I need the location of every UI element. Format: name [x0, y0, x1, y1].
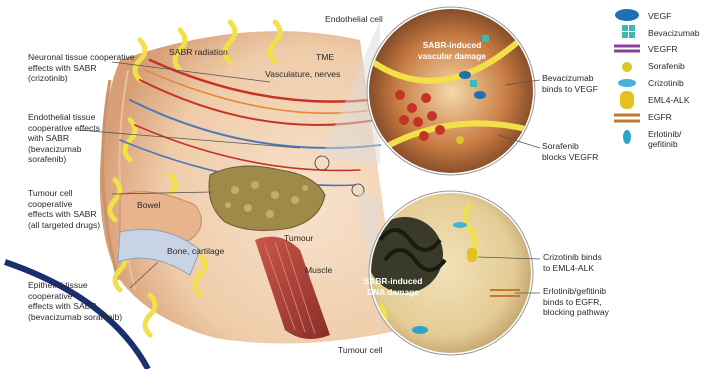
legend-label: VEGF: [648, 11, 671, 21]
muscle-label: Muscle: [305, 265, 332, 276]
legend-item-egfr: EGFR: [612, 111, 708, 125]
erlotinib-callout: Erlotinib/gefitinib binds to EGFR, block…: [543, 286, 609, 318]
legend-label: Crizotinib: [648, 78, 684, 88]
crizotinib-callout: Crizotinib binds to EML4-ALK: [543, 252, 602, 273]
tumour-cell-panel: [367, 191, 535, 357]
legend-label: Erlotinib/ gefitinib: [648, 129, 681, 149]
tumour-label: Tumour: [284, 233, 313, 244]
legend-label: Sorafenib: [648, 61, 685, 71]
bone-cartilage-label: Bone, cartilage: [167, 246, 224, 257]
sabr-radiation-label: SABR radiation: [169, 47, 228, 58]
bowel-label: Bowel: [137, 200, 160, 211]
legend-label: EML4-ALK: [648, 95, 690, 105]
legend-item-crizotinib: Crizotinib: [612, 77, 708, 91]
legend-item-eml4-alk: EML4-ALK: [612, 94, 708, 108]
tumour-cell-title: Tumour cell: [338, 345, 383, 356]
bevacizumab-callout: Bevacizumab binds to VEGF: [542, 73, 598, 94]
legend-item-vegfr: VEGFR: [612, 43, 708, 57]
endothelial-cell-title: Endothelial cell: [325, 14, 383, 25]
vascular-damage-label: SABR-induced vascular damage: [408, 40, 496, 61]
tumour-cell-effects-label: Tumour cell cooperative effects with SAB…: [28, 188, 100, 230]
legend-item-vegf: VEGF: [612, 10, 708, 24]
endothelial-panel: [367, 7, 537, 177]
sorafenib-callout: Sorafenib blocks VEGFR: [542, 141, 598, 162]
legend-item-bevacizumab: Bevacizumab: [612, 27, 708, 41]
epithelial-tissue-label: Epithelial tissue cooperative effects wi…: [28, 280, 122, 322]
legend-label: Bevacizumab: [648, 28, 700, 38]
legend-label: VEGFR: [648, 44, 678, 54]
legend-label: EGFR: [648, 112, 672, 122]
neuronal-tissue-label: Neuronal tissue cooperative effects with…: [28, 52, 135, 84]
dna-damage-label: SABR-induced DNA damage: [352, 276, 434, 297]
vasculature-label: Vasculature, nerves: [265, 69, 340, 80]
legend-item-sorafenib: Sorafenib: [612, 60, 708, 74]
legend-item-erlotinib: Erlotinib/ gefitinib: [612, 128, 708, 152]
tme-label: TME: [316, 52, 334, 63]
endothelial-tissue-label: Endothelial tissue cooperative effects w…: [28, 112, 100, 165]
